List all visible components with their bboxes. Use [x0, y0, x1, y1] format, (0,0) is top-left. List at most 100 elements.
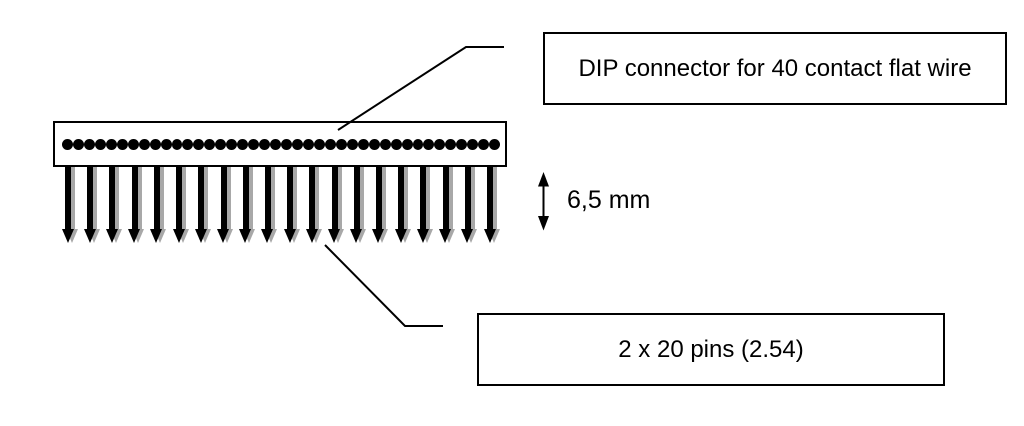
contact-dot	[445, 138, 457, 150]
contact-dot	[204, 138, 216, 150]
pins-label-box: 2 x 20 pins (2.54)	[477, 313, 945, 386]
contact-dot	[390, 138, 402, 150]
contact-dot	[434, 138, 446, 150]
pin	[372, 165, 385, 243]
pin-tip	[328, 229, 340, 243]
pin-shaft	[91, 165, 98, 229]
pin-tip	[217, 229, 229, 243]
pin-shaft	[153, 165, 160, 229]
pin	[217, 165, 230, 243]
pin-tip	[483, 229, 496, 243]
pin	[416, 165, 430, 243]
contact-dot	[467, 138, 479, 150]
pin-shaft	[135, 165, 142, 229]
pin-shaft	[246, 165, 253, 229]
pin-shaft	[491, 165, 497, 229]
pin-shaft	[264, 165, 271, 229]
pin-shaft	[113, 165, 120, 229]
pin	[105, 165, 119, 243]
pin-shaft	[242, 165, 249, 229]
pin	[283, 165, 297, 243]
pin-tip	[172, 229, 185, 243]
contact-dot	[62, 138, 73, 150]
pin-shaft	[353, 165, 360, 229]
contact-dot	[401, 138, 413, 150]
pin-tip	[439, 229, 452, 243]
contact-dot	[116, 138, 128, 150]
contact-dot	[171, 138, 183, 150]
contact-dot	[379, 138, 391, 150]
pin-tip	[416, 229, 429, 243]
pin-shaft	[313, 165, 320, 229]
pin-tip	[105, 229, 118, 243]
contact-dots-row	[55, 123, 505, 165]
pin-shaft	[446, 165, 453, 229]
contact-dot	[489, 138, 501, 150]
contact-dot	[105, 138, 117, 150]
contact-dot	[149, 138, 161, 150]
pin-shaft	[87, 165, 94, 229]
pin-tip	[150, 229, 163, 243]
leader-line-bottom	[324, 244, 443, 327]
pin	[261, 165, 274, 243]
pin-shaft	[442, 165, 449, 229]
contact-dot	[270, 138, 282, 150]
pin-shaft	[176, 165, 183, 229]
pin-shaft	[268, 165, 275, 229]
pin	[394, 165, 408, 243]
pin	[83, 165, 97, 243]
pin-shaft	[131, 165, 138, 229]
pin-tip	[350, 229, 363, 243]
dimension-arrow-down-head	[538, 216, 549, 231]
contact-dot	[423, 138, 435, 150]
pins-label-text: 2 x 20 pins (2.54)	[618, 335, 804, 363]
pin	[439, 165, 452, 243]
pin-shaft	[220, 165, 227, 229]
title-label-box: DIP connector for 40 contact flat wire	[543, 32, 1007, 105]
pin	[128, 165, 141, 243]
contact-dot	[346, 138, 358, 150]
pin-shaft	[69, 165, 75, 229]
pin-tip	[194, 229, 207, 243]
pin-tip	[283, 229, 296, 243]
pin-tip	[128, 229, 141, 243]
contact-dot	[281, 138, 293, 150]
pin-shaft	[464, 165, 471, 229]
pin-shaft	[468, 165, 475, 229]
contact-dot	[226, 138, 238, 150]
pin-shaft	[198, 165, 205, 229]
contact-dot	[302, 138, 314, 150]
dimension-arrow	[538, 172, 549, 231]
pin	[350, 165, 363, 243]
pin-tip	[239, 229, 252, 243]
pin-shaft	[424, 165, 431, 229]
pin-shaft	[202, 165, 209, 229]
contact-dot	[412, 138, 424, 150]
pin-shaft	[357, 165, 364, 229]
pin	[194, 165, 208, 243]
pin	[61, 165, 75, 243]
pin-shaft	[109, 165, 116, 229]
pin-shaft	[398, 165, 405, 229]
contact-dot	[248, 138, 260, 150]
pin	[483, 165, 497, 243]
contact-dot	[94, 138, 106, 150]
pin-shaft	[331, 165, 338, 229]
contact-dot	[215, 138, 227, 150]
pin-shaft	[180, 165, 187, 229]
pin-shaft	[291, 165, 298, 229]
contact-dot	[259, 138, 271, 150]
pin	[239, 165, 252, 243]
contact-dot	[127, 138, 139, 150]
contact-dot	[182, 138, 194, 150]
pin	[461, 165, 474, 243]
contact-dot	[368, 138, 380, 150]
pin-shaft	[224, 165, 231, 229]
pin-shaft	[487, 165, 493, 229]
pin-shaft	[309, 165, 316, 229]
pin-shaft	[335, 165, 342, 229]
pin-tip	[394, 229, 407, 243]
leader-line-top	[337, 46, 504, 131]
contact-dot	[357, 138, 369, 150]
contact-dot	[72, 138, 84, 150]
